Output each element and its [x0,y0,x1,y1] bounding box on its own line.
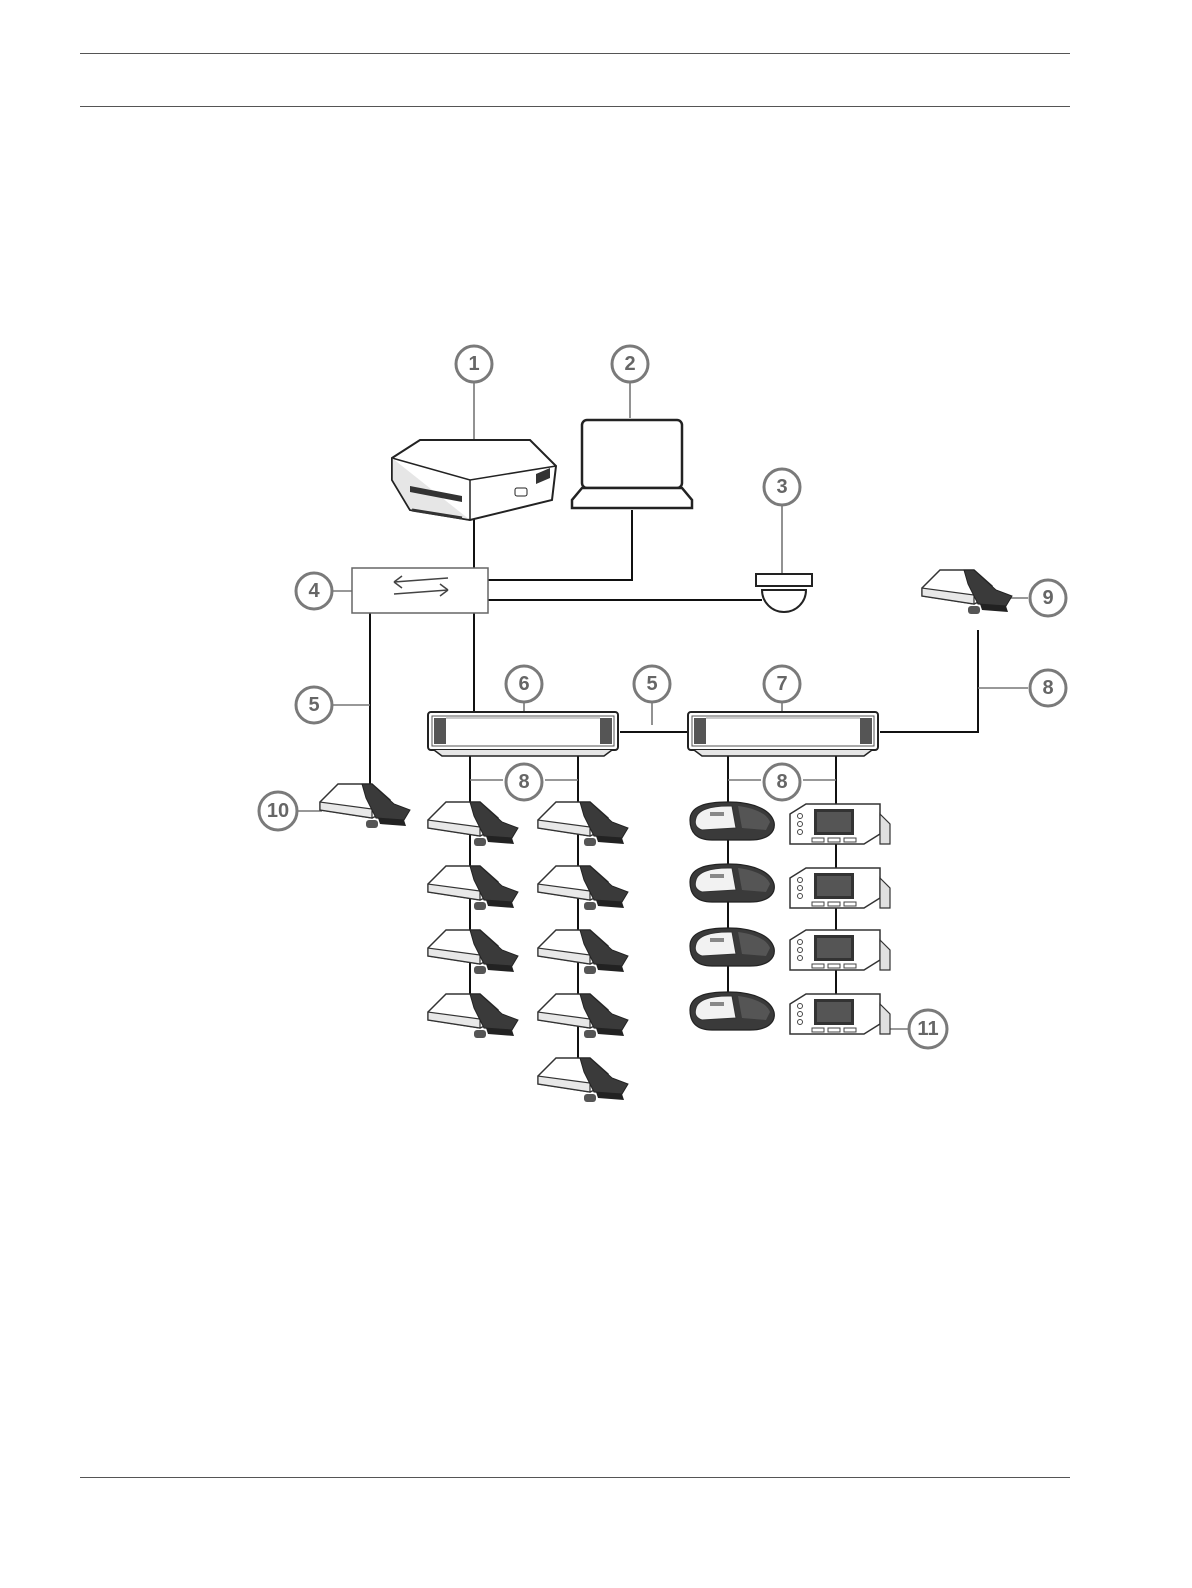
discussion-device-icon [428,994,518,1038]
discussion-device-icon [320,784,410,828]
device-column-1 [428,802,518,1038]
discussion-device-icon [428,866,518,910]
discussion-device-icon [538,802,628,846]
discussion-device-icon [538,1058,628,1102]
svg-text:4: 4 [308,580,320,602]
svg-text:8: 8 [1042,677,1053,699]
callout-2: 2 [612,346,648,382]
server-icon [392,440,556,520]
callout-10: 10 [259,792,297,830]
callout-5-middle: 5 [634,666,670,702]
multimedia-device-icon [790,994,890,1034]
callout-3: 3 [764,469,800,505]
svg-text:5: 5 [308,694,319,716]
discussion-device-icon [428,802,518,846]
svg-text:8: 8 [518,771,529,793]
callout-8-middle: 8 [764,764,800,800]
svg-text:7: 7 [776,673,787,695]
wireless-device-icon [690,802,774,840]
svg-text:9: 9 [1042,587,1053,609]
discussion-device-icon [538,994,628,1038]
wireless-device-icon [690,864,774,902]
callout-6: 6 [506,666,542,702]
callout-7: 7 [764,666,800,702]
device-column-3 [690,802,774,1030]
svg-text:11: 11 [917,1018,938,1040]
callout-9: 9 [1030,580,1066,616]
rack-unit-icon [688,712,878,756]
discussion-device-icon [538,930,628,974]
multimedia-device-icon [790,930,890,970]
device-column-2 [538,802,628,1102]
callout-8-right: 8 [1030,670,1066,706]
callout-1: 1 [456,346,492,382]
callout-8-left: 8 [506,764,542,800]
wireless-device-icon [690,928,774,966]
discussion-device-icon [922,570,1012,614]
laptop-icon [572,420,692,508]
device-column-4 [790,804,890,1034]
callout-5-left: 5 [296,687,332,723]
svg-text:2: 2 [624,353,635,375]
discussion-device-icon [538,866,628,910]
wireless-device-icon [690,992,774,1030]
svg-text:3: 3 [776,476,787,498]
dome-camera-icon [756,574,812,612]
rack-unit-icon [428,712,618,756]
discussion-device-icon [428,930,518,974]
svg-text:8: 8 [776,771,787,793]
multimedia-device-icon [790,868,890,908]
svg-text:10: 10 [267,800,289,822]
callout-11: 11 [909,1010,947,1048]
network-switch-icon [352,568,488,613]
multimedia-device-icon [790,804,890,844]
callout-4: 4 [296,573,332,609]
svg-text:6: 6 [518,673,529,695]
svg-text:1: 1 [468,353,479,375]
svg-text:5: 5 [646,673,657,695]
